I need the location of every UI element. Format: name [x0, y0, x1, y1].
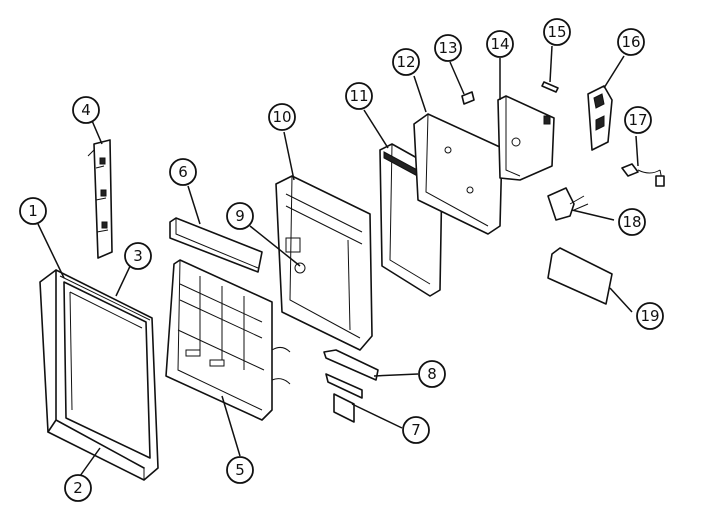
callout-2: 2 — [64, 474, 92, 502]
svg-text:19: 19 — [640, 307, 659, 325]
svg-text:3: 3 — [133, 247, 143, 265]
part-latch-bracket — [323, 349, 379, 423]
svg-text:7: 7 — [411, 421, 421, 439]
part-cover-plate — [547, 247, 613, 305]
callout-17: 17 — [624, 106, 652, 134]
part-display-window — [169, 217, 263, 273]
part-back-plate — [497, 95, 555, 181]
svg-text:15: 15 — [547, 23, 566, 41]
svg-text:11: 11 — [349, 87, 368, 105]
part-relay — [547, 187, 589, 221]
callout-5: 5 — [226, 456, 254, 484]
part-connector-block — [587, 85, 613, 151]
svg-text:9: 9 — [235, 207, 245, 225]
callout-8: 8 — [418, 360, 446, 388]
svg-text:1: 1 — [28, 202, 38, 220]
svg-text:8: 8 — [427, 365, 437, 383]
part-clip — [461, 91, 475, 105]
callout-10: 10 — [268, 103, 296, 131]
callout-15: 15 — [543, 18, 571, 46]
callout-16: 16 — [617, 28, 645, 56]
svg-text:6: 6 — [178, 163, 188, 181]
part-wire-harness — [621, 163, 665, 187]
svg-text:16: 16 — [621, 33, 640, 51]
callout-12: 12 — [392, 48, 420, 76]
svg-text:14: 14 — [490, 35, 509, 53]
part-bracket — [87, 139, 113, 259]
leader-lines — [37, 45, 639, 477]
callout-18: 18 — [618, 208, 646, 236]
part-mounting-plate — [413, 113, 503, 235]
svg-text:4: 4 — [81, 101, 91, 119]
svg-text:12: 12 — [396, 53, 415, 71]
callout-4: 4 — [72, 96, 100, 124]
callout-13: 13 — [434, 34, 462, 62]
callout-9: 9 — [226, 202, 254, 230]
svg-text:5: 5 — [235, 461, 245, 479]
part-control-housing — [275, 175, 373, 351]
part-fuse — [541, 81, 559, 93]
svg-text:13: 13 — [438, 39, 457, 57]
callout-14: 14 — [486, 30, 514, 58]
svg-text:18: 18 — [622, 213, 641, 231]
callout-7: 7 — [402, 416, 430, 444]
callout-11: 11 — [345, 82, 373, 110]
part-frame — [39, 269, 159, 481]
svg-text:17: 17 — [628, 111, 647, 129]
callout-3: 3 — [124, 242, 152, 270]
svg-text:10: 10 — [272, 108, 291, 126]
part-keypad-panel — [165, 259, 291, 421]
callout-1: 1 — [19, 197, 47, 225]
callout-6: 6 — [169, 158, 197, 186]
svg-text:2: 2 — [73, 479, 83, 497]
callout-19: 19 — [636, 302, 664, 330]
